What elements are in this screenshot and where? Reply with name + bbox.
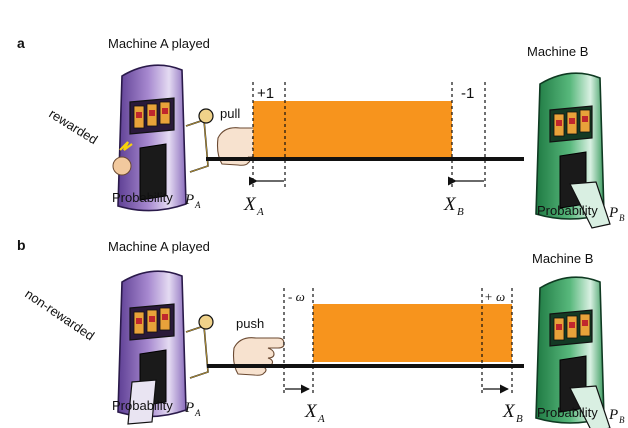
panel-a-machine-b-caption: Machine B [527,44,588,59]
svg-text:B: B [457,206,464,218]
panel-a: a Machine A played Machine B rewarded pu… [17,35,625,229]
svg-text:A: A [194,200,201,210]
svg-text:A: A [194,408,201,418]
svg-text:P: P [184,192,194,208]
panel-b-plus-omega: + ω [484,289,505,304]
panel-b-bar [313,304,512,362]
svg-text:P: P [608,407,618,423]
reward-spark-icon [119,141,133,151]
panel-a-bar [253,101,452,158]
svg-text:B: B [619,415,625,425]
svg-text:X: X [443,194,457,215]
panel-b-machine-b-caption: Machine B [532,251,593,266]
panel-a-plus-one: +1 [257,85,274,102]
svg-text:A: A [317,413,325,425]
non-rewarded-label: non-rewarded [22,286,97,343]
svg-text:P: P [184,400,194,416]
panel-b-minus-omega: - ω [288,289,305,304]
coin-hand-icon [112,156,132,176]
panel-a-probability-a: Probability P A [112,190,201,210]
panel-b: b Machine A played Machine B non-rewarde… [17,237,625,428]
rewarded-label: rewarded [46,106,100,147]
panel-a-probability-b: Probability P B [537,203,625,223]
panel-b-xb-label: X B [502,401,523,425]
svg-text:Probability: Probability [537,203,598,218]
svg-text:X: X [243,194,257,215]
svg-text:Probability: Probability [112,190,173,205]
svg-text:X: X [502,401,516,422]
panel-b-label: b [17,237,26,253]
panel-b-probability-b: Probability P B [537,405,625,425]
pull-label: pull [220,106,240,121]
push-label: push [236,316,264,331]
panel-b-machine-a-caption: Machine A played [108,239,210,254]
panel-a-xa-label: X A [243,194,264,218]
svg-text:X: X [304,401,318,422]
svg-text:P: P [608,205,618,221]
panel-a-machine-a-caption: Machine A played [108,36,210,51]
svg-text:A: A [256,206,264,218]
svg-text:Probability: Probability [537,405,598,420]
slot-machine-a-icon [117,270,214,425]
panel-a-label: a [17,35,25,51]
svg-text:B: B [516,413,523,425]
svg-text:Probability: Probability [112,398,173,413]
panel-b-probability-a: Probability P A [112,398,201,418]
panel-a-minus-one: -1 [461,85,474,102]
svg-text:B: B [619,213,625,223]
slot-machine-a-icon [117,64,214,212]
panel-b-xa-label: X A [304,401,325,425]
pushing-hand-icon [232,337,285,376]
panel-a-xb-label: X B [443,194,464,218]
